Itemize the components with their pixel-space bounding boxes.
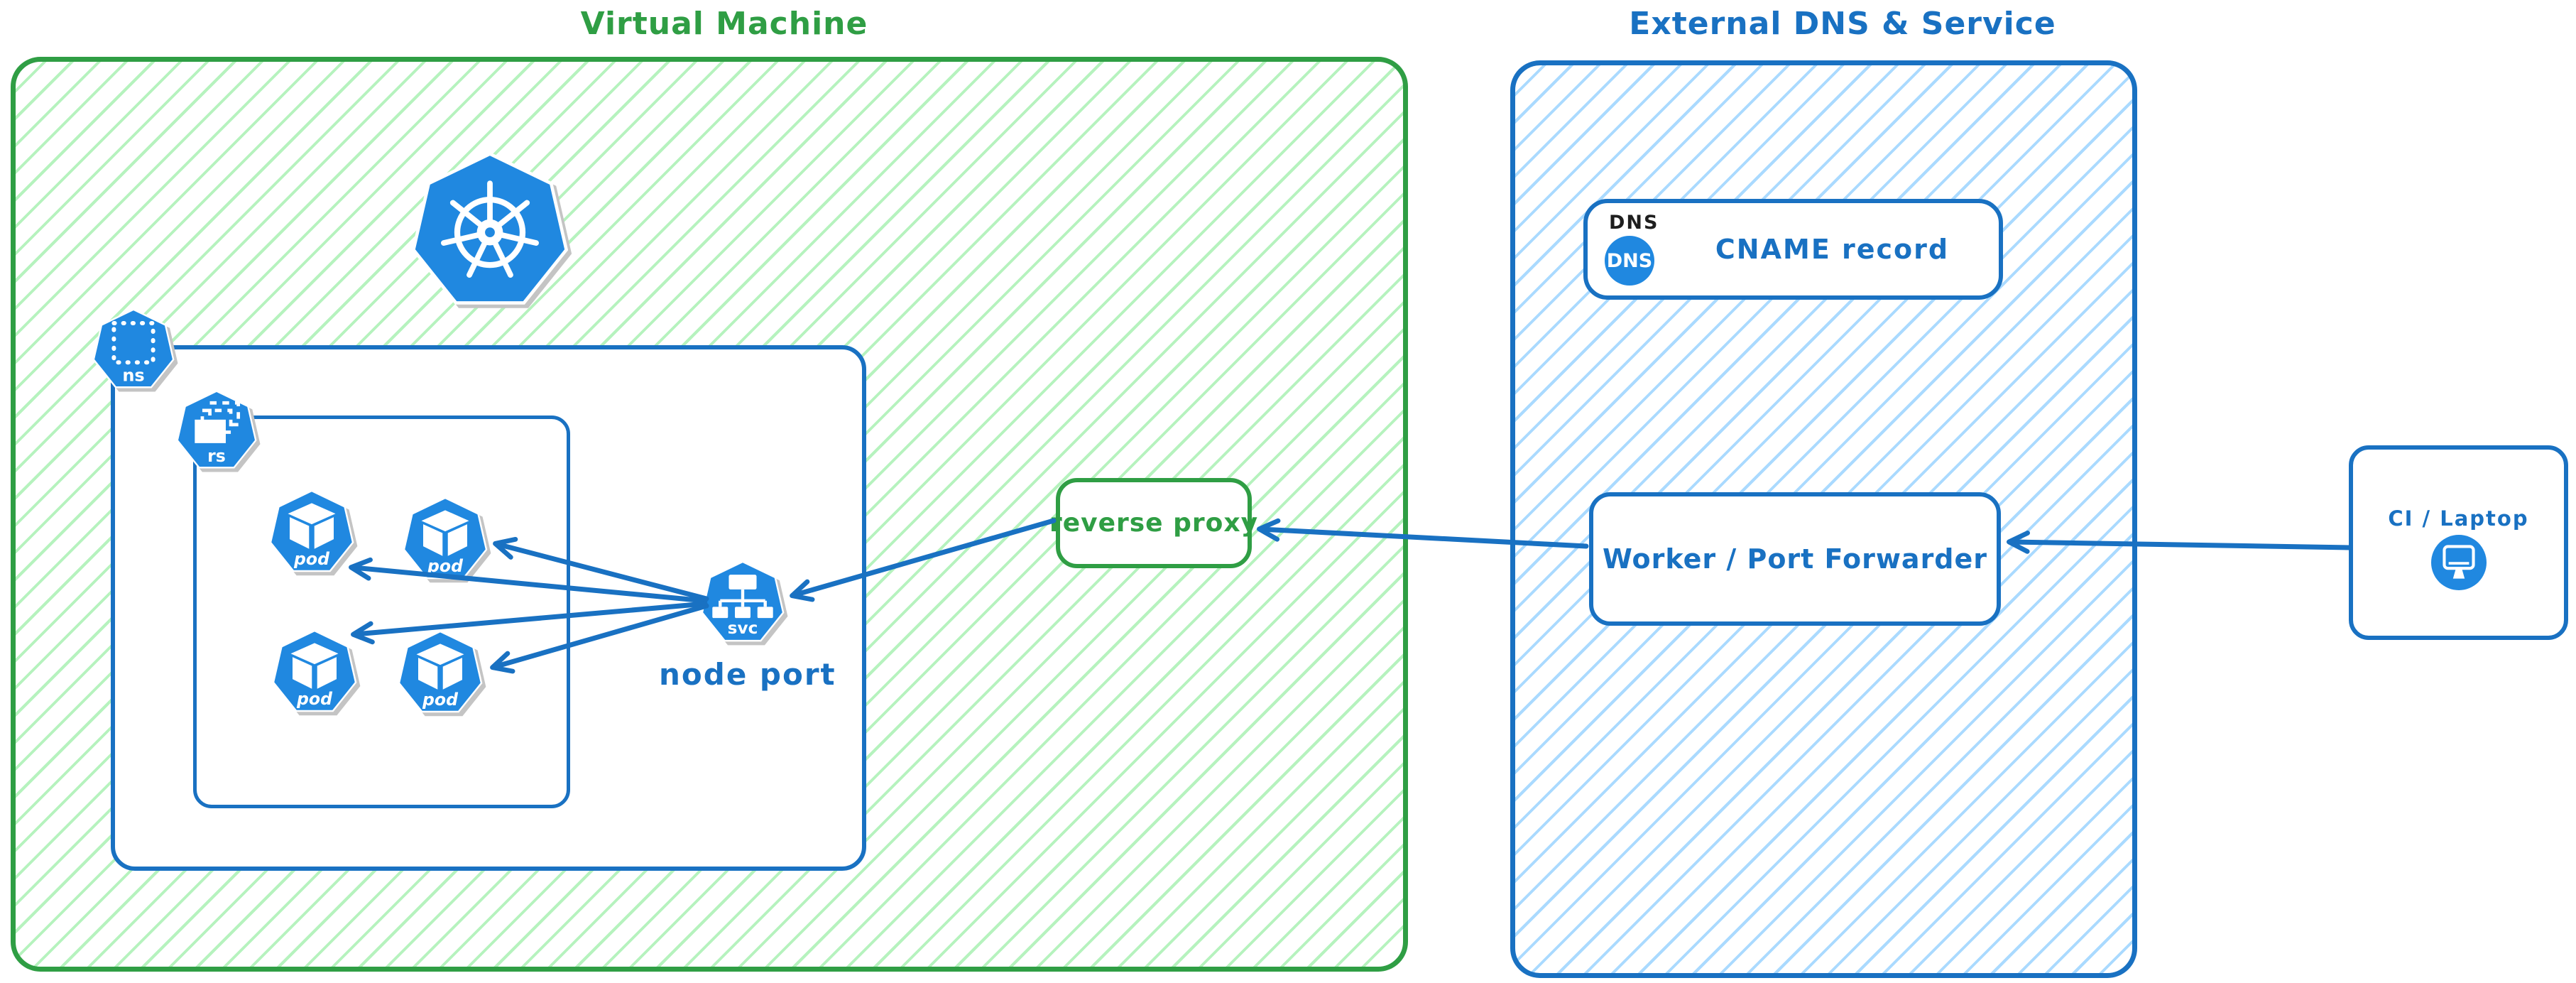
pod-icon-4: pod bbox=[396, 628, 484, 716]
namespace-icon-label: ns bbox=[122, 366, 144, 386]
pod-icon-label: pod bbox=[422, 690, 459, 710]
cname-record-label: CNAME record bbox=[1715, 234, 1950, 265]
service-icon: svc bbox=[699, 558, 786, 646]
dns-badge-label: DNS bbox=[1606, 249, 1653, 272]
kubernetes-logo-icon bbox=[408, 146, 572, 313]
ci-laptop-label: CI / Laptop bbox=[2388, 506, 2529, 531]
worker-port-forwarder-label: Worker / Port Forwarder bbox=[1602, 543, 1988, 575]
pod-icon-label: pod bbox=[427, 556, 464, 576]
pod-icon-label: pod bbox=[296, 689, 333, 709]
pod-icon-label: pod bbox=[293, 549, 330, 569]
replicaset-box bbox=[193, 416, 570, 808]
dns-badge-icon: DNS bbox=[1605, 236, 1654, 286]
replicaset-icon-label: rs bbox=[207, 446, 226, 466]
laptop-icon bbox=[2430, 535, 2487, 590]
dns-record-box: DNS DNS CNAME record bbox=[1583, 199, 2003, 300]
external-group-title: External DNS & Service bbox=[1629, 6, 2056, 42]
service-icon-label: svc bbox=[728, 619, 758, 638]
pod-icon-2: pod bbox=[401, 494, 489, 582]
ci-laptop-box: CI / Laptop bbox=[2349, 445, 2568, 640]
replicaset-icon: rs bbox=[175, 387, 258, 472]
pod-icon-1: pod bbox=[268, 487, 356, 575]
vm-group-title: Virtual Machine bbox=[580, 6, 868, 42]
nodeport-caption: node port bbox=[659, 657, 836, 692]
reverse-proxy-box: reverse proxy bbox=[1049, 478, 1259, 568]
reverse-proxy-label: reverse proxy bbox=[1049, 509, 1259, 538]
dns-tag: DNS bbox=[1609, 212, 1659, 234]
pod-icon-3: pod bbox=[271, 627, 359, 715]
worker-port-forwarder-box: Worker / Port Forwarder bbox=[1589, 492, 2001, 626]
namespace-icon: ns bbox=[91, 305, 176, 392]
